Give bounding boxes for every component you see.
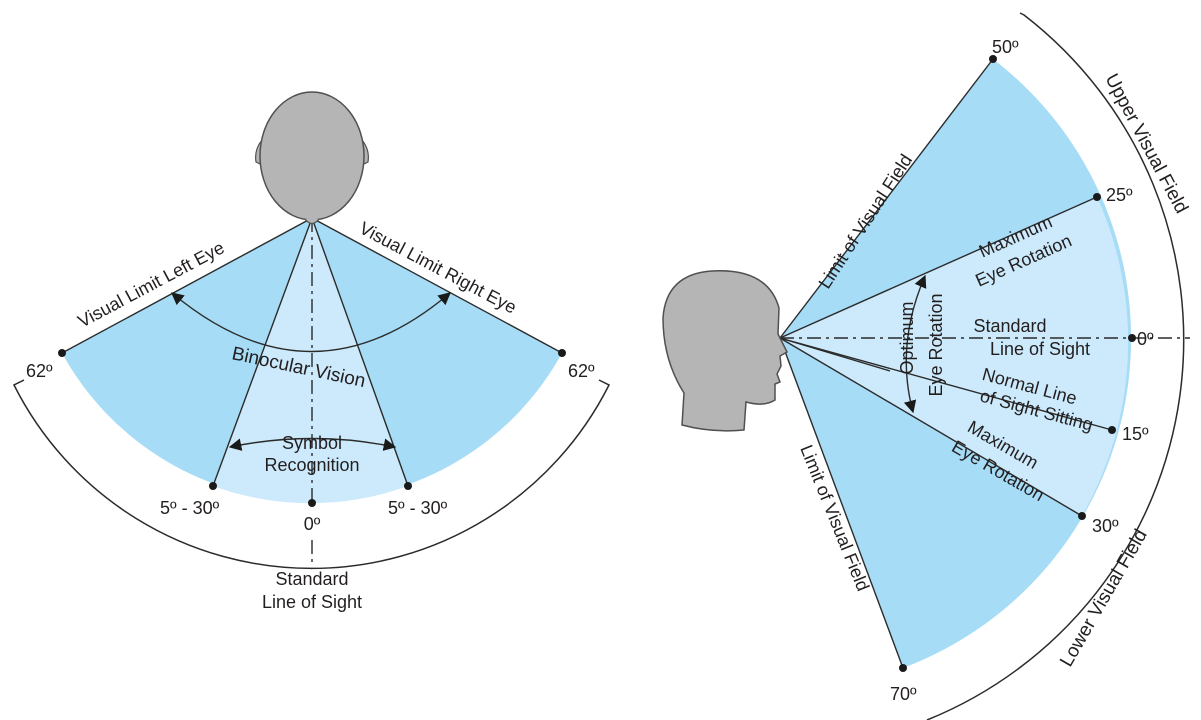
label-angle-left-5-30: 5º - 30º [160, 498, 220, 518]
symbol-recognition-arrow [228, 437, 397, 451]
label-standard: Standard [275, 569, 348, 589]
line-optimum-center [779, 337, 891, 372]
vertical-outer-bracket [926, 12, 1185, 720]
label-angle-left-62: 62º [26, 361, 53, 381]
binocular-vision-arrow [171, 292, 451, 353]
horizontal-outer-bracket [12, 379, 611, 570]
visual-limit-right-line [311, 217, 563, 354]
label-angle-right-5-30: 5º - 30º [388, 498, 448, 518]
vertical-field-diagram: 50º 25º 0º 15º 30º 70º Limit of Visual F… [662, 12, 1192, 720]
optimum-rotation-arrow [903, 274, 927, 414]
label-angle-0: 0º [304, 514, 321, 534]
dot-70 [899, 664, 907, 672]
label-line-of-sight: Line of Sight [262, 592, 362, 612]
dot-0-vertical [1128, 334, 1136, 342]
line-limit-upper [779, 58, 994, 339]
label-angle-30: 30º [1092, 516, 1119, 536]
label-optimum-1: Optimum [897, 301, 917, 374]
label-angle-70: 70º [890, 684, 917, 704]
line-limit-lower [779, 337, 904, 669]
head-side-view [662, 270, 788, 432]
line-max-rotation-upper [779, 196, 1098, 339]
label-angle-right-62: 62º [568, 361, 595, 381]
label-standard-2: Line of Sight [990, 339, 1090, 359]
dot-50 [989, 55, 997, 63]
label-optimum-2: Eye Rotation [926, 293, 946, 396]
dot-0 [308, 499, 316, 507]
dot-left-62 [58, 349, 66, 357]
label-standard-1: Standard [973, 316, 1046, 336]
label-angle-25: 25º [1106, 185, 1133, 205]
dot-right-62 [558, 349, 566, 357]
label-lower-visual-field: Lower Visual Field [1056, 526, 1152, 671]
eye-rotation-sector [780, 197, 1129, 516]
dot-30 [1078, 512, 1086, 520]
dot-right-5-30 [404, 482, 412, 490]
label-recognition: Recognition [264, 455, 359, 475]
dot-left-5-30 [209, 482, 217, 490]
line-normal-sitting [779, 337, 1113, 431]
label-symbol: Symbol [282, 433, 342, 453]
symbol-recognition-sector [213, 218, 408, 504]
label-angle-15: 15º [1122, 424, 1149, 444]
line-max-rotation-lower [779, 337, 1083, 517]
head-top-view [255, 91, 369, 225]
dot-25 [1093, 193, 1101, 201]
label-angle-0-vertical: 0º [1137, 329, 1154, 349]
head-shape [259, 91, 365, 221]
dot-15 [1108, 426, 1116, 434]
label-angle-50: 50º [992, 37, 1019, 57]
nose-shape [304, 218, 320, 225]
horizontal-field-diagram: Visual Limit Left Eye Visual Limit Right… [12, 91, 611, 612]
visual-limit-left-line [61, 217, 313, 354]
